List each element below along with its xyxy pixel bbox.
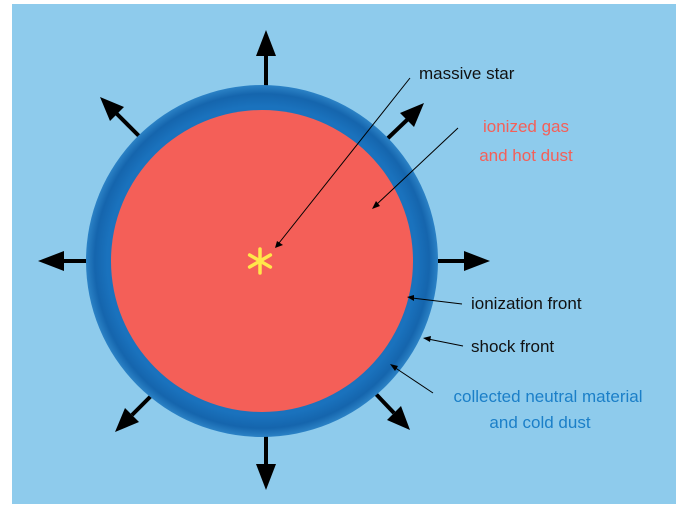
label-collected-line1: collected neutral material	[454, 387, 643, 406]
arrow-icon	[372, 390, 410, 430]
arrow-icon	[256, 432, 276, 490]
pointer-lines	[275, 77, 464, 394]
label-ionized-gas-line1: ionized gas	[483, 117, 569, 136]
arrow-icon	[384, 103, 424, 142]
label-ionized-gas-line2: and hot dust	[479, 146, 573, 165]
label-collected-line2: and cold dust	[489, 413, 590, 432]
label-massive-star: massive star	[419, 64, 515, 83]
arrow-icon	[100, 97, 142, 139]
pointer-collected-material	[390, 364, 434, 394]
pointer-shock-front	[423, 336, 464, 347]
pointer-ionized-gas	[372, 127, 459, 209]
pointer-ionization-front	[407, 295, 463, 305]
label-ionization-front: ionization front	[471, 294, 582, 313]
expansion-arrows	[38, 30, 490, 490]
arrow-icon	[256, 30, 276, 90]
asterisk-star-icon	[247, 247, 273, 275]
label-shock-front: shock front	[471, 337, 554, 356]
arrow-icon	[438, 251, 490, 271]
pointer-massive-star	[275, 77, 411, 248]
